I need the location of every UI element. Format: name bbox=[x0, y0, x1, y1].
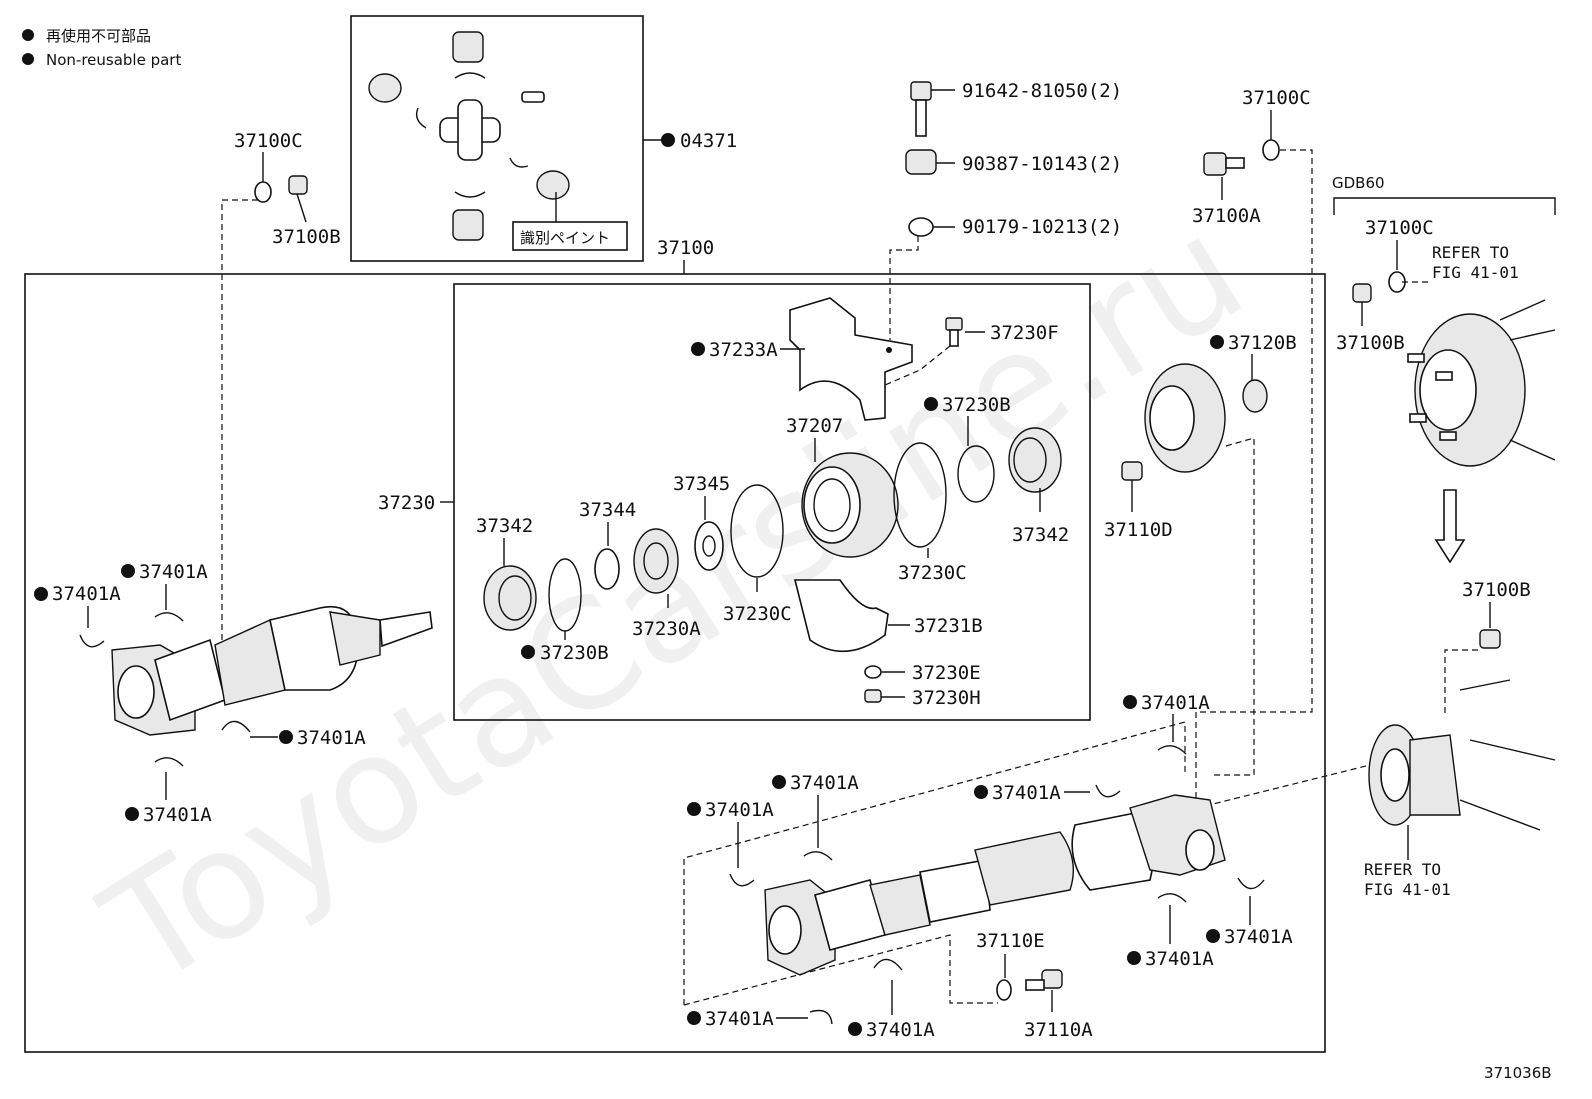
refer-top-line1: REFER TO bbox=[1432, 243, 1509, 262]
model-tag: GDB60 bbox=[1332, 174, 1385, 192]
part-label-37344: 37344 bbox=[579, 499, 636, 521]
part-label-37342: 37342 bbox=[1012, 524, 1069, 546]
part-label-37207: 37207 bbox=[786, 415, 843, 437]
mount-bolts bbox=[905, 81, 937, 237]
part-label-37401A: 37401A bbox=[52, 583, 121, 605]
differential-flange-top bbox=[1407, 299, 1556, 467]
part-label-37230C: 37230C bbox=[898, 562, 967, 584]
part-label-04371: 04371 bbox=[680, 130, 737, 152]
part-label-37100C: 37100C bbox=[234, 130, 303, 152]
center-bearing-37207 bbox=[801, 452, 899, 558]
part-label-37401A: 37401A bbox=[866, 1019, 935, 1041]
part-label-37100: 37100 bbox=[657, 237, 714, 259]
part-label-37401A: 37401A bbox=[705, 799, 774, 821]
part-label-37110A: 37110A bbox=[1024, 1019, 1093, 1041]
part-label-37100A: 37100A bbox=[1192, 205, 1261, 227]
part-label-37230B: 37230B bbox=[942, 394, 1011, 416]
legend: 再使用不可部品 Non-reusable part bbox=[22, 27, 181, 69]
part-label-37401A: 37401A bbox=[1224, 926, 1293, 948]
part-label-37345: 37345 bbox=[673, 473, 730, 495]
part-label-37401A: 37401A bbox=[297, 727, 366, 749]
part-label-37401A: 37401A bbox=[992, 782, 1061, 804]
part-label-37100C: 37100C bbox=[1242, 87, 1311, 109]
part-label-37401A: 37401A bbox=[1145, 948, 1214, 970]
front-propeller-shaft bbox=[111, 606, 433, 736]
part-label-90387: 90387-10143(2) bbox=[962, 153, 1122, 175]
part-label-37230F: 37230F bbox=[990, 322, 1059, 344]
main-assembly-box bbox=[24, 273, 1326, 1053]
part-label-37100B: 37100B bbox=[272, 226, 341, 248]
part-label-37401A: 37401A bbox=[139, 561, 208, 583]
part-label-37230H: 37230H bbox=[912, 687, 981, 709]
part-label-37100B: 37100B bbox=[1462, 579, 1531, 601]
part-label-37401A: 37401A bbox=[1141, 692, 1210, 714]
rear-propeller-shaft bbox=[764, 794, 1226, 976]
part-label-37120B: 37120B bbox=[1228, 332, 1297, 354]
part-label-37110E: 37110E bbox=[976, 930, 1045, 952]
figure-code: 371036B bbox=[1484, 1064, 1552, 1082]
part-label-37401A: 37401A bbox=[790, 772, 859, 794]
legend-dot bbox=[22, 53, 34, 65]
part-label-37100B: 37100B bbox=[1336, 332, 1405, 354]
part-label-37230B: 37230B bbox=[540, 642, 609, 664]
bracket-37233A bbox=[789, 297, 913, 421]
ident-paint-box bbox=[512, 221, 628, 251]
refer-bottom-line2: FIG 41-01 bbox=[1364, 880, 1451, 899]
part-label-91642: 91642-81050(2) bbox=[962, 80, 1122, 102]
part-label-37233A: 37233A bbox=[709, 339, 778, 361]
legend-english: Non-reusable part bbox=[46, 51, 181, 69]
part-label-37401A: 37401A bbox=[143, 804, 212, 826]
lower-bracket-37231B bbox=[793, 579, 889, 653]
part-label-37110D: 37110D bbox=[1104, 519, 1173, 541]
flange-37120B bbox=[1144, 363, 1226, 473]
differential-flange-bottom bbox=[1368, 679, 1556, 831]
part-label-37342: 37342 bbox=[476, 515, 533, 537]
part-label-37230A: 37230A bbox=[632, 618, 701, 640]
part-label-37230E: 37230E bbox=[912, 662, 981, 684]
legend-dot bbox=[22, 29, 34, 41]
part-label-ident-paint: 識別ペイント bbox=[520, 229, 610, 247]
refer-top-line2: FIG 41-01 bbox=[1432, 263, 1519, 282]
watermark: ToyotaCarsline.ru bbox=[76, 184, 1272, 1021]
ujoint-kit-parts bbox=[368, 31, 570, 241]
part-label-37231B: 37231B bbox=[914, 615, 983, 637]
part-label-37230C: 37230C bbox=[723, 603, 792, 625]
legend-japanese: 再使用不可部品 bbox=[46, 27, 151, 45]
ujoint-kit-box bbox=[350, 15, 644, 262]
part-label-37230: 37230 bbox=[378, 492, 435, 514]
part-label-37401A: 37401A bbox=[705, 1008, 774, 1030]
refer-bottom-line1: REFER TO bbox=[1364, 860, 1441, 879]
part-label-90179: 90179-10213(2) bbox=[962, 216, 1122, 238]
part-label-37100C: 37100C bbox=[1365, 217, 1434, 239]
